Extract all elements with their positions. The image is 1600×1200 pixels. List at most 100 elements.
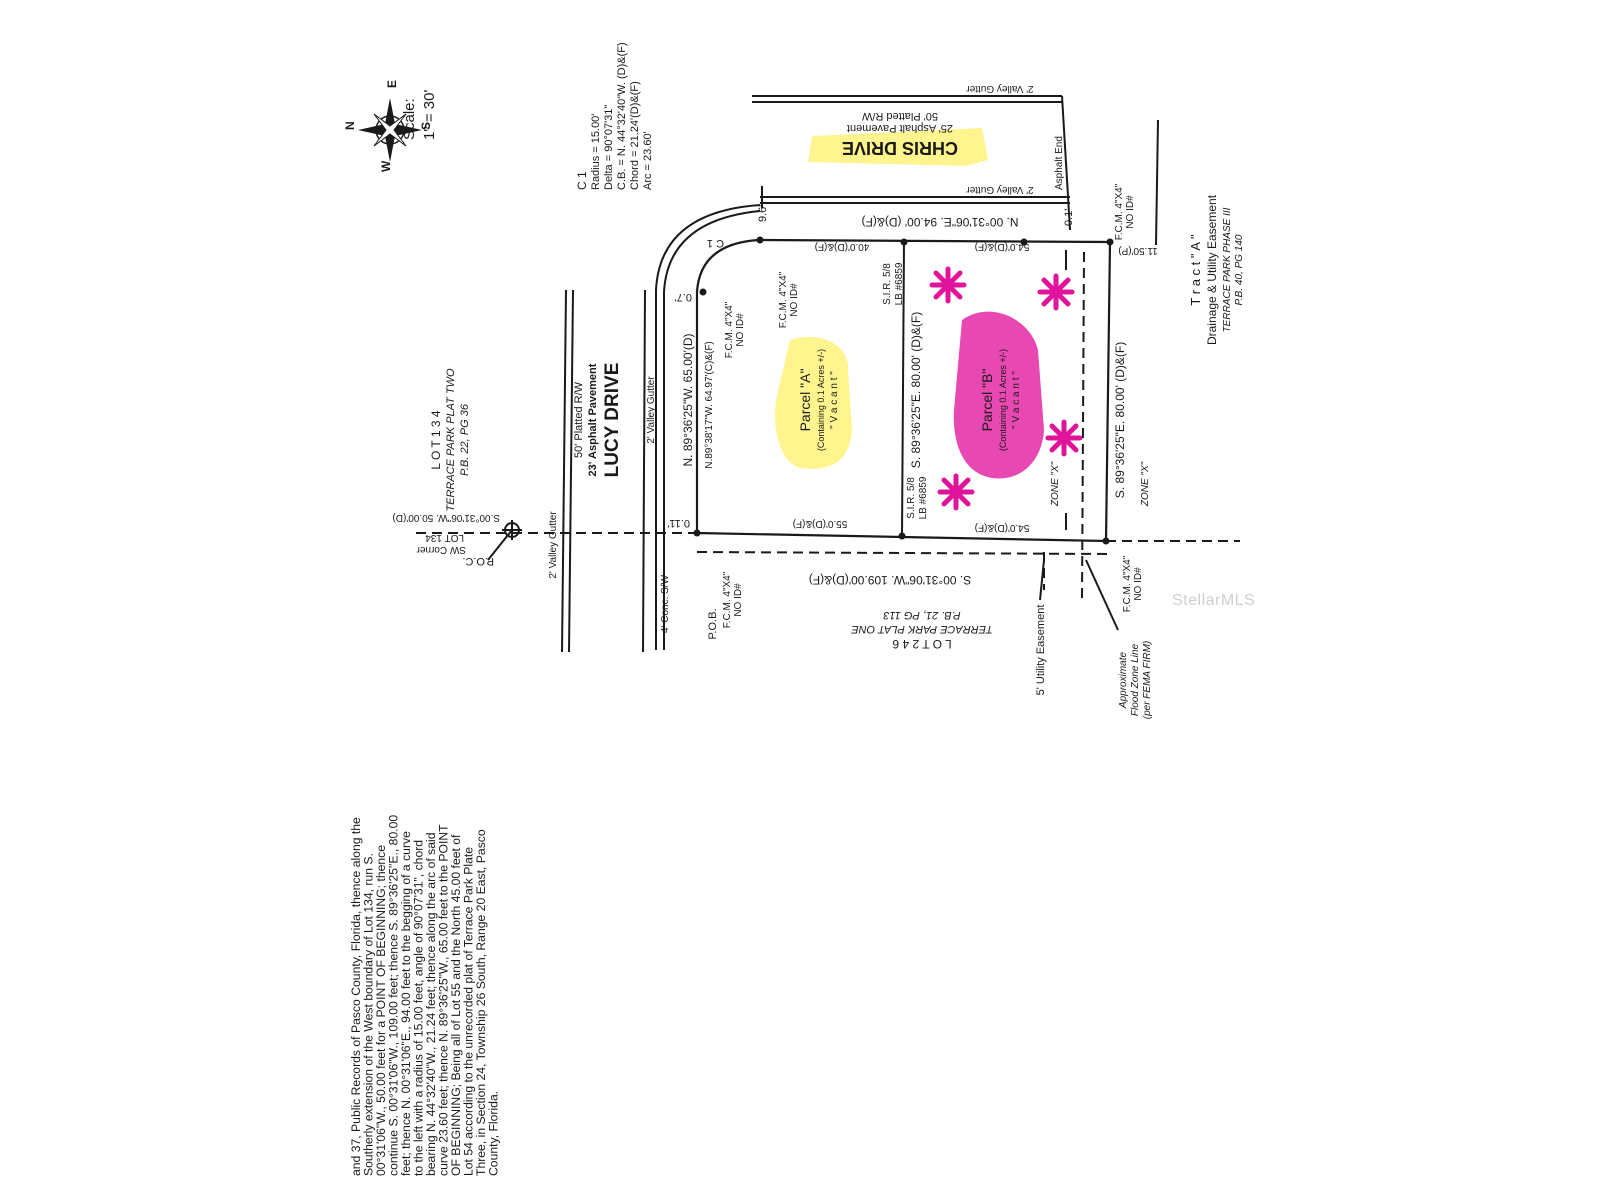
lucy-drive-line-2	[568, 289, 574, 653]
legal-line-12: County, Florida.	[487, 1091, 501, 1176]
monument-se	[1102, 537, 1110, 545]
lot246-pb: P.B. 21, PG 113	[882, 609, 960, 621]
monument-ne	[1106, 238, 1114, 246]
flood-zone-line	[1081, 251, 1085, 601]
boundary-calls: N. 00°31'06"E. 94.00' (D)&(F) S. 00°31'0…	[681, 215, 1158, 587]
compass-s: S	[419, 122, 433, 130]
lot246-label: L O T 2 4 6	[892, 637, 951, 651]
lucy-gutter-left-label: 2' Valley Gutter	[548, 511, 559, 579]
lucy-gutter-left-text: 2' Valley Gutter	[548, 511, 559, 579]
curve-arc: Arc = 23.60'	[642, 131, 654, 190]
compass-star-diag	[373, 113, 407, 147]
asphalt-end-label: Asphalt End	[1054, 136, 1065, 190]
chris-drive: CHRIS DRIVE 25' Asphalt Pavement 50' Pla…	[842, 83, 1065, 195]
legal-line-4: continue S. 00°31'06"W., 109.00 feet; th…	[387, 815, 401, 1176]
legal-description: and 37, Public Records of Pasco County, …	[349, 815, 501, 1176]
monument-curve	[699, 288, 707, 296]
linework	[416, 95, 1240, 653]
chris-drive-name: CHRIS DRIVE	[842, 138, 958, 158]
zone-2-group: ZONE "X"	[1140, 461, 1151, 507]
sir-1-lb: LB #6859	[894, 262, 905, 305]
parcel-a-highlight	[775, 336, 852, 469]
flood-zone-group: Approximate Flood Zone Line (per FEMA FI…	[1118, 641, 1153, 720]
lot134-ref-label: LOT 134	[425, 532, 464, 543]
fcm-2-type: F.C.M. 4"X4"	[724, 301, 735, 358]
legal-line-11: Three, in Section 24, Township 26 South,…	[474, 829, 488, 1176]
scale-label: Scale: 1" = 30'	[401, 90, 438, 140]
compass-w: W	[379, 160, 393, 172]
west-call: N. 89°36'25"W. 65.00'(D)	[681, 333, 695, 466]
fcm-5: F.C.M. 4"X4" NO ID#	[1122, 555, 1144, 612]
monument-nw	[756, 236, 764, 244]
fcm-2: F.C.M. 4"X4" NO ID#	[724, 301, 746, 358]
lot246-plat: TERRACE PARK PLAT ONE	[851, 623, 993, 635]
asphalt-end-text: Asphalt End	[1054, 136, 1065, 190]
chris-drive-highlight	[808, 128, 988, 166]
middle-call: S. 89°36'25"E. 80.00' (D)&(F)	[909, 312, 923, 468]
curve-cb: C.B. = N. 44°32'40"W. (D)&(F)	[616, 42, 628, 190]
corner-curve-inner	[663, 210, 761, 650]
curve-delta: Delta = 90°07'31"	[603, 105, 615, 190]
legal-line-9: OF BEGINNING; Being all of Lot 55 and th…	[449, 834, 463, 1176]
parcel-divider	[901, 240, 905, 537]
pob-label: P.O.B.	[707, 609, 719, 640]
chris-east-line	[1155, 119, 1159, 246]
zone-1-group: ZONE "X"	[1050, 461, 1061, 507]
south-call: S. 00°31'06"W. 109.00'(D)&(F)	[809, 573, 971, 587]
marker-1	[929, 266, 967, 304]
parcel-b-status: " V a c a n t "	[1011, 371, 1022, 429]
fcm-1-id: NO ID#	[789, 283, 800, 317]
fcm-5-type: F.C.M. 4"X4"	[1122, 555, 1133, 612]
poc-labels: P.O.C. SW Corner LOT 134 S.00°31'06"W. 5…	[392, 512, 500, 567]
sidewalk-label: 4' Conc. S/W	[660, 574, 671, 633]
lucy-drive: 50' Platted R/W 23' Asphalt Pavement LUC…	[573, 363, 623, 478]
zone-1: ZONE "X"	[1050, 461, 1061, 507]
highlights	[775, 128, 1083, 511]
lot134-plat: TERRACE PARK PLAT TWO	[445, 368, 457, 512]
legal-line-6: to the left with a radius of 15.00 feet,…	[412, 840, 426, 1176]
lucy-gutter-right-label: 2' Valley Gutter	[646, 376, 657, 444]
monument-sw	[693, 529, 701, 537]
monument-mid-top	[1020, 238, 1028, 246]
chris-drive-rw: 50' Platted R/W	[861, 110, 938, 122]
legal-line-2: Southerly extension of the West boundary…	[362, 853, 376, 1176]
property-boundary	[695, 238, 1112, 543]
fcm-5-id: NO ID#	[1133, 567, 1144, 601]
lucy-drive-line-1	[561, 289, 567, 653]
fcm-1-type: F.C.M. 4"X4"	[778, 271, 789, 328]
curve-radius: Radius = 15.00'	[590, 114, 602, 190]
south-lot-dashed	[696, 551, 1111, 555]
legal-line-5: feet; thence N. 00°31'06"E., 94.00 feet …	[399, 831, 413, 1176]
flood-line-2: Flood Zone Line	[1130, 643, 1141, 716]
monument-mid-n	[900, 238, 908, 246]
parcel-a-name: Parcel "A"	[797, 369, 813, 432]
corner-curve-outer	[655, 204, 761, 650]
lot134-pb: P.B. 22, PG 36	[459, 403, 471, 476]
sw-corner-label: SW Corner	[416, 544, 466, 555]
monument-mid-s	[898, 532, 906, 540]
chris-drive-pavement: 25' Asphalt Pavement	[847, 122, 953, 134]
magenta-markers	[929, 266, 1083, 511]
chris-gutter-top: 2' Valley Gutter	[966, 83, 1034, 94]
poc-label: P.O.C.	[462, 555, 494, 567]
lucy-drive-pavement: 23' Asphalt Pavement	[587, 363, 599, 476]
north-arrow: N E W S	[343, 80, 433, 172]
lot134-label: L O T 1 3 4	[429, 410, 443, 469]
offset-1: 9.6'	[757, 205, 769, 222]
curve-label-map: C 1	[707, 237, 724, 249]
offset-3-group: 0.1'	[1063, 209, 1075, 226]
fcm-4-type: F.C.M. 4"X4"	[722, 571, 733, 628]
legal-line-3: 00°31'06"W., 50.00 feet for a POINT OF B…	[374, 845, 388, 1176]
parcel-b-highlight	[953, 311, 1044, 479]
east-end-call: 11.50'(P)	[1118, 245, 1158, 256]
offset-1-group: 9.6'	[757, 205, 769, 222]
east-call-group: S. 89°36'25"E. 80.00' (D)&(F)	[1113, 342, 1127, 498]
parcel-b-area: (Containing 0.1 Acres +/-)	[998, 349, 1008, 451]
sidewalk-text: 4' Conc. S/W	[660, 574, 671, 633]
pob-group: P.O.B.	[707, 609, 719, 640]
marker-4	[937, 473, 975, 511]
west-call-group: N. 89°36'25"W. 65.00'(D)	[681, 333, 695, 466]
offset-4: 0.11'	[667, 517, 690, 529]
parcel-a-status: " V a c a n t "	[829, 371, 840, 429]
